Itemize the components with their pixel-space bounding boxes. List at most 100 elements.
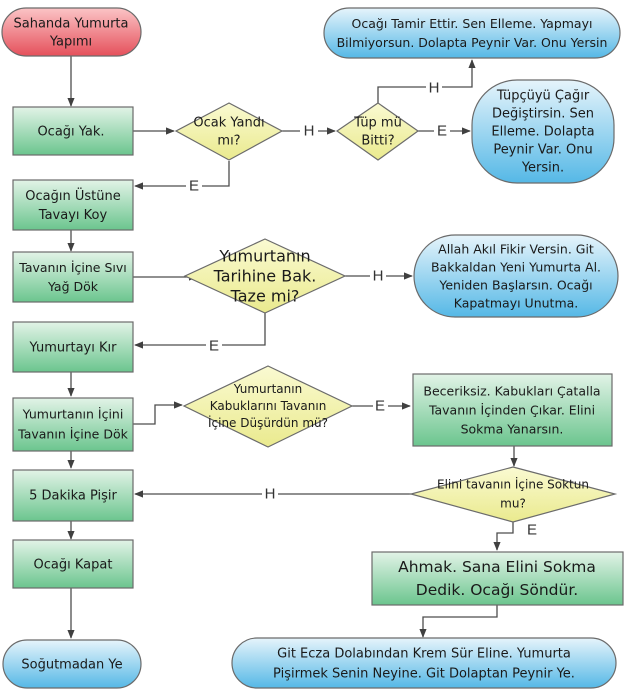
edges — [67, 56, 518, 639]
label-line: Yapımı — [49, 35, 92, 50]
label-line: Yumurtayı Kır — [29, 341, 118, 356]
label-line: Tarihine Bak. — [213, 267, 317, 286]
node-ocak-yandi-label: Ocak Yandı mı? — [193, 116, 264, 149]
node-kapat[interactable]: Ocağı Kapat — [12, 539, 134, 589]
label-line: Beceriksiz. Kabukları Çatalla — [423, 383, 600, 398]
label-line: Sokma Yanarsın. — [461, 421, 564, 436]
label-line: Ocağı Yak. — [37, 125, 104, 140]
edge-label-elini-pisir: H — [265, 486, 276, 503]
label-line: Tavanın İçine Dök — [17, 426, 128, 441]
node-tup-bitti[interactable]: Tüp mü Bitti? — [335, 102, 420, 161]
label-line: Ocağı Kapat — [34, 558, 113, 573]
label-line: Yağ Dök — [47, 279, 99, 294]
label-line: Yersin. — [521, 161, 564, 176]
node-ecza[interactable]: Git Ecza Dolabından Krem Sür Eline. Yumu… — [231, 637, 617, 689]
edge-label-tarih-kir: E — [209, 338, 219, 355]
edge-ahmak-to-ecza — [419, 605, 498, 638]
edge-elini-to-ahmak — [493, 522, 514, 551]
label-line: İçine Düşürdün mü? — [208, 415, 328, 430]
node-kir[interactable]: Yumurtayı Kır — [12, 321, 134, 373]
node-kapat-label: Ocağı Kapat — [34, 558, 113, 573]
edge-label-ocak-tup: H — [304, 123, 315, 140]
node-ecza-label: Git Ecza Dolabından Krem Sür Eline. Yumu… — [273, 647, 575, 682]
node-sogutmadan[interactable]: Soğutmadan Ye — [2, 639, 142, 689]
label-line: Dedik. Ocağı Söndür. — [416, 581, 578, 599]
label-line: mu? — [500, 497, 526, 511]
label-line: Bitti? — [361, 134, 394, 149]
label-line: Değiştirsin. Sen — [492, 107, 594, 122]
edge-label-ocak-tava: E — [189, 178, 199, 195]
label-line: Tavanın İçinden Çıkar. Elini — [428, 402, 595, 417]
edge-label-tup-tupcu: E — [437, 123, 447, 140]
edge-labels: H H E E H E E H E — [189, 80, 537, 539]
edge-label-kabuk-beceriksiz: E — [375, 398, 385, 415]
node-ocagi-yak[interactable]: Ocağı Yak. — [12, 106, 134, 156]
label-line: Yumurtanın — [233, 382, 302, 396]
label-line: Tüpçüyü Çağır — [496, 89, 590, 104]
node-pisir[interactable]: 5 Dakika Pişir — [12, 469, 134, 522]
label-line: Pişirmek Senin Neyine. Git Dolaptan Peyn… — [273, 667, 575, 682]
label-line: Yumurtanın — [218, 247, 310, 266]
node-elini[interactable]: Elini tavanın İçine Soktun mu? — [408, 466, 618, 523]
label-line: Elleme. Dolapta — [491, 125, 594, 140]
label-line: Ocağı Tamir Ettir. Sen Elleme. Yapmayı — [352, 16, 593, 31]
label-line: Ocağın Üstüne — [25, 187, 120, 204]
label-line: Taze mi? — [230, 287, 300, 306]
label-line: Elini tavanın İçine Soktun — [437, 477, 589, 492]
label-line: Kabuklarını Tavanın — [210, 399, 327, 413]
edge-ocak-yandi-to-tava-koy — [135, 161, 230, 186]
label-line: Tavayı Koy — [38, 208, 108, 223]
edge-icini-dok-to-kabuk — [133, 401, 183, 425]
node-sogutmadan-label: Soğutmadan Ye — [21, 658, 122, 673]
label-line: Ahmak. Sana Elini Sokma — [398, 558, 596, 576]
label-line: Git Ecza Dolabından Krem Sür Eline. Yumu… — [277, 647, 571, 662]
label-line: Kapatmayı Unutma. — [454, 295, 579, 310]
label-line: Yumurtanın İçini — [22, 406, 124, 421]
label-line: Allah Akıl Fikir Versin. Git — [438, 241, 594, 256]
label-line: 5 Dakika Pişir — [29, 489, 117, 504]
node-kir-label: Yumurtayı Kır — [29, 341, 118, 356]
label-line: Tüp mü — [353, 116, 402, 131]
edge-label-tup-tamir: H — [429, 80, 440, 97]
node-ocagi-yak-label: Ocağı Yak. — [37, 125, 104, 140]
label-line: Sahanda Yumurta — [13, 17, 128, 32]
edge-label-tarih-allah: H — [373, 268, 384, 285]
node-pisir-label: 5 Dakika Pişir — [29, 489, 117, 504]
edge-tarih-to-kir — [135, 313, 266, 345]
node-elini-label: Elini tavanın İçine Soktun mu? — [437, 477, 589, 511]
label-line: Bilmiyorsun. Dolapta Peynir Var. Onu Yer… — [337, 35, 608, 50]
label-line: Ocak Yandı — [193, 116, 264, 131]
label-line: Peynir Var. Onu — [493, 143, 592, 158]
label-line: mı? — [217, 134, 240, 149]
edge-label-elini-ahmak: E — [527, 522, 537, 539]
node-ocak-yandi[interactable]: Ocak Yandı mı? — [174, 102, 284, 161]
node-tup-bitti-label: Tüp mü Bitti? — [353, 116, 402, 149]
label-line: Bakkaldan Yeni Yumurta Al. — [431, 259, 601, 274]
label-line: Tavanın İçine Sıvı — [18, 260, 126, 275]
edge-tup-bitti-to-tamir — [377, 60, 472, 103]
label-line: Soğutmadan Ye — [21, 658, 122, 673]
label-line: Yeniden Başlarsın. Ocağı — [438, 277, 592, 292]
